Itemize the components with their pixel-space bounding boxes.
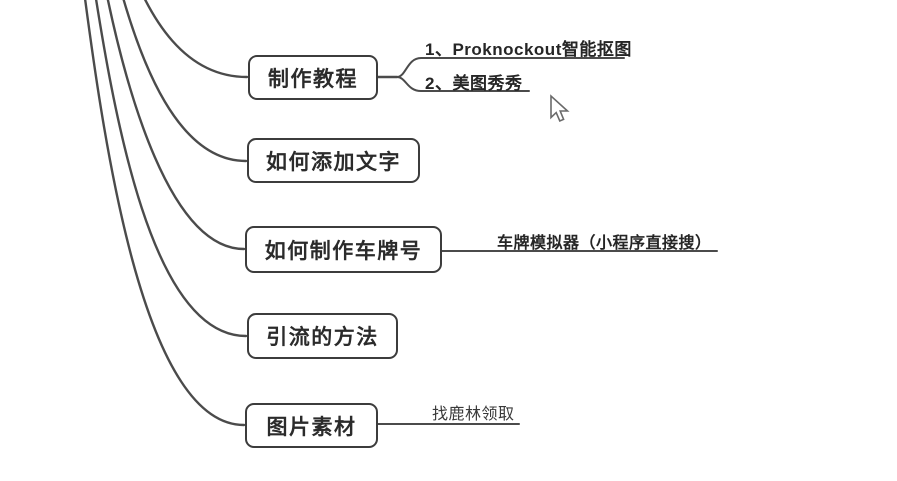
mindmap-child-proknockout[interactable]: 1、Proknockout智能抠图	[425, 40, 632, 59]
mindmap-child-lulin[interactable]: 找鹿林领取	[432, 406, 515, 423]
branch-curve-add-text	[122, 0, 248, 163]
mindmap-child-meitu[interactable]: 2、美图秀秀	[425, 74, 523, 93]
branch-curve-traffic-method	[94, 0, 248, 338]
mindmap-node-traffic-method[interactable]: 引流的方法	[247, 313, 398, 359]
mindmap-node-make-tutorial[interactable]: 制作教程	[248, 55, 378, 100]
mindmap-node-license-plate[interactable]: 如何制作车牌号	[245, 226, 442, 273]
branch-curve-license-plate	[106, 0, 246, 251]
node-label: 如何添加文字	[266, 150, 401, 174]
mindmap-node-add-text[interactable]: 如何添加文字	[247, 138, 420, 183]
child-line-proknockout	[396, 57, 625, 78]
branch-curve-make-tutorial	[143, 0, 249, 79]
node-label: 如何制作车牌号	[264, 239, 423, 263]
mindmap-child-plate-simulator[interactable]: 车牌模拟器（小程序直接搜）	[497, 235, 712, 252]
child-line-meitu	[396, 76, 530, 92]
node-label: 引流的方法	[266, 326, 379, 349]
branch-curve-image-material	[83, 0, 246, 427]
node-label: 制作教程	[268, 67, 358, 91]
mindmap-node-image-material[interactable]: 图片素材	[245, 403, 378, 448]
node-label: 图片素材	[266, 415, 357, 439]
